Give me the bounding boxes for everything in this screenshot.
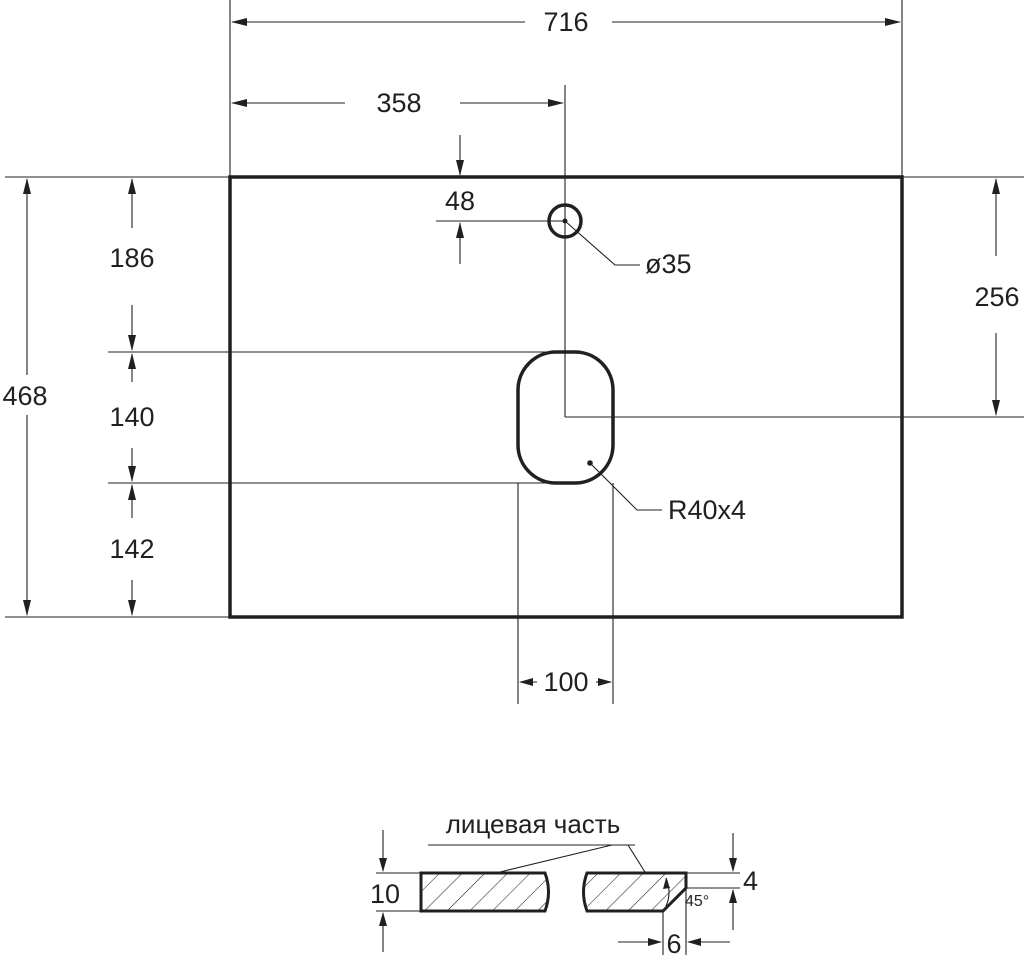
overall-width-label: 716 [543, 7, 588, 37]
top-to-cutout-label: 186 [109, 243, 154, 273]
plan-view [228, 175, 904, 619]
thickness-label: 10 [370, 879, 400, 909]
cutout-height-label: 140 [109, 402, 154, 432]
half-width-label: 358 [376, 88, 421, 118]
dimension-overall-width: 716 [229, 0, 903, 177]
hole-offset-label: 48 [445, 186, 475, 216]
dimension-overall-depth: 468 [2, 176, 230, 618]
chamfer-angle-label: 45° [685, 893, 709, 910]
dimension-depth-chain: 186 140 142 [108, 178, 560, 616]
dimension-half-width: 358 [231, 85, 566, 417]
cutout-to-bottom-label: 142 [109, 534, 154, 564]
overall-depth-label: 468 [2, 381, 47, 411]
front-face-label: лицевая часть [446, 809, 621, 839]
dimension-corner-radius: R40x4 [589, 462, 746, 525]
dimension-cutout-width: 100 [517, 483, 614, 704]
section-right-piece [582, 871, 688, 913]
chamfer-height-label: 4 [743, 866, 758, 896]
dimension-right-depth: 256 [565, 176, 1024, 418]
hole-diameter-label: ø35 [645, 249, 692, 279]
chamfer-width-label: 6 [666, 929, 681, 958]
cutout-width-label: 100 [543, 667, 588, 697]
corner-radius-label: R40x4 [668, 495, 746, 525]
section-left-piece [419, 871, 550, 913]
dimension-hole-diameter: ø35 [564, 220, 692, 279]
dimension-hole-offset: 48 [436, 135, 565, 264]
right-to-center-label: 256 [974, 282, 1019, 312]
countertop-outline [228, 175, 904, 619]
edge-section-view: лицевая часть 10 4 6 45° [370, 809, 758, 958]
